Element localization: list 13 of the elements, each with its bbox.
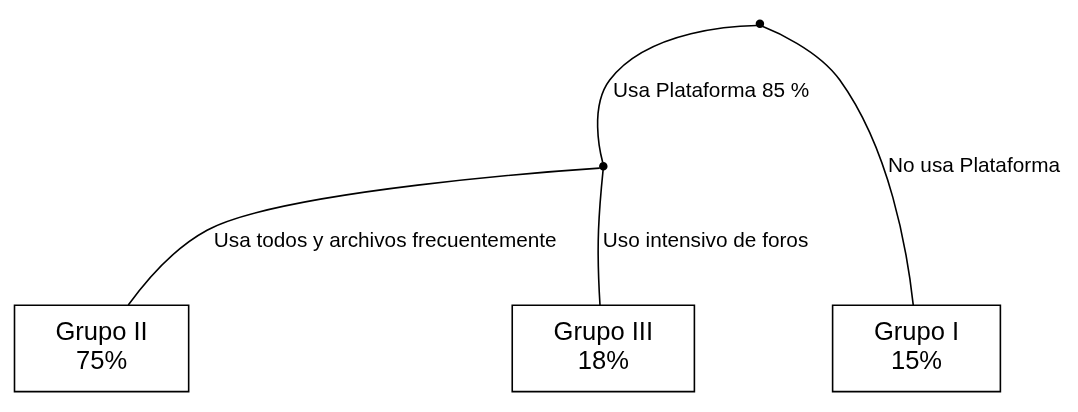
connector bbox=[761, 25, 915, 306]
connector bbox=[597, 169, 604, 307]
node-box: Grupo I 15% bbox=[831, 304, 1002, 393]
edge-label: Uso intensivo de foros bbox=[602, 227, 809, 251]
connector bbox=[596, 24, 758, 164]
node-point bbox=[755, 19, 765, 29]
connector bbox=[127, 167, 601, 306]
edge-label: No usa Plataforma bbox=[888, 152, 1061, 176]
node-point bbox=[599, 162, 608, 171]
node-box: Grupo II 75% bbox=[13, 304, 190, 393]
edge-label: Usa Plataforma 85 % bbox=[613, 77, 810, 101]
edge-label: Usa todos y archivos frecuentemente bbox=[213, 227, 557, 251]
node-box: Grupo III 18% bbox=[511, 304, 696, 393]
